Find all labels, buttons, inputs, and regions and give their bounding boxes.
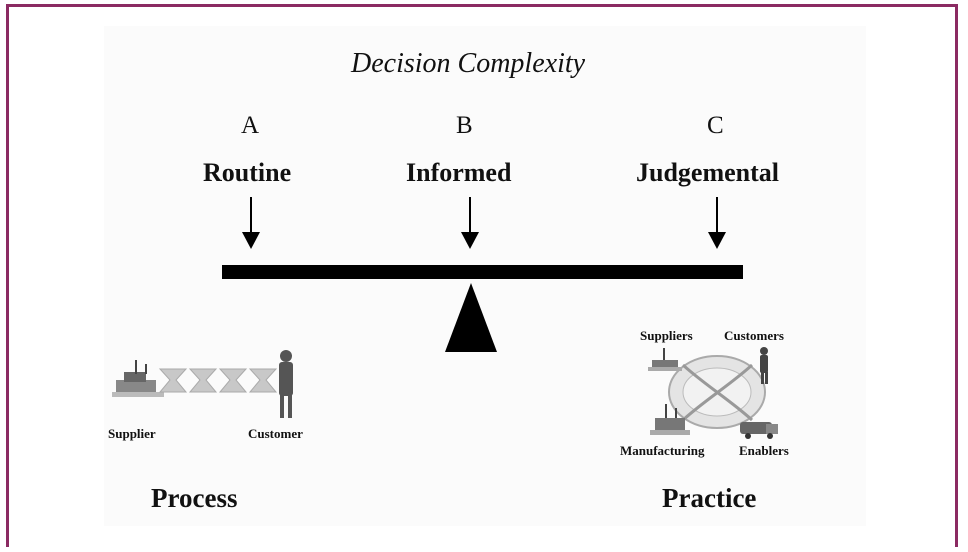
- practice-manufacturing-icon: [650, 404, 690, 435]
- level-b-letter: B: [456, 112, 473, 139]
- level-a-letter: A: [241, 112, 260, 139]
- level-judgemental-label: Judgemental: [636, 158, 779, 187]
- process-customer-label: Customer: [248, 426, 303, 441]
- arrow-routine: [242, 197, 260, 249]
- practice-suppliers-label: Suppliers: [640, 328, 693, 343]
- arrow-judgemental: [708, 197, 726, 249]
- practice-suppliers-ship-icon: [648, 348, 682, 371]
- diagram-title: Decision Complexity: [351, 48, 586, 79]
- practice-enablers-label: Enablers: [739, 443, 789, 458]
- level-routine-label: Routine: [203, 158, 292, 187]
- practice-network-icon: [668, 355, 766, 429]
- practice-enablers-truck-icon: [740, 422, 778, 439]
- balance-beam: [222, 265, 743, 279]
- practice-manufacturing-label: Manufacturing: [620, 443, 705, 458]
- process-chevron-chain: [158, 368, 278, 393]
- customer-figure-icon: [279, 350, 293, 418]
- fulcrum: [445, 283, 497, 352]
- practice-caption: Practice: [662, 483, 757, 513]
- process-supplier-label: Supplier: [108, 426, 156, 441]
- process-caption: Process: [151, 483, 238, 513]
- level-c-letter: C: [707, 112, 724, 139]
- practice-customers-label: Customers: [724, 328, 784, 343]
- practice-customer-figure-icon: [760, 347, 768, 384]
- level-informed-label: Informed: [406, 158, 512, 187]
- supplier-ship-icon: [112, 360, 164, 397]
- arrow-informed: [461, 197, 479, 249]
